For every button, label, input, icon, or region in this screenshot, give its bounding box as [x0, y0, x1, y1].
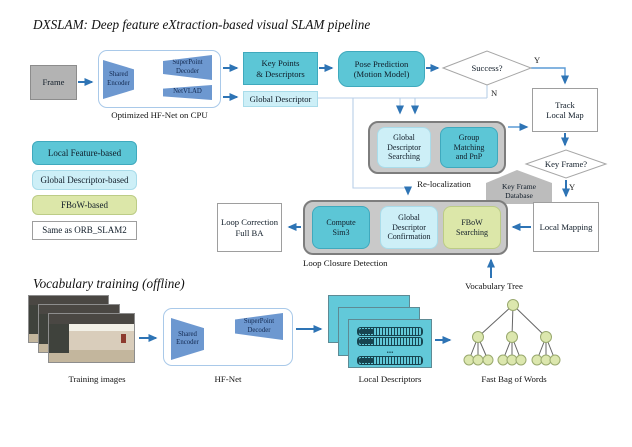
fast-bag-of-words-label: Fast Bag of Words — [481, 374, 547, 384]
vocabulary-tree-label: Vocabulary Tree — [465, 281, 523, 291]
keyframe-diamond-label: Key Frame? — [544, 159, 588, 169]
global-descriptor-searching-box: Global Descriptor Searching — [377, 127, 431, 168]
success-no-label: N — [491, 88, 498, 98]
global-descriptor-routing-lines — [318, 85, 488, 196]
track-local-map-box: Track Local Map — [532, 88, 598, 132]
hfnet-caption: Optimized HF-Net on CPU — [111, 110, 208, 120]
frame-box: Frame — [30, 65, 77, 100]
legend-fbow: FBoW-based — [32, 195, 137, 215]
descriptor-row — [357, 356, 423, 365]
group-matching-pnp-box: Group Matching and PnP — [440, 127, 498, 168]
keyframe-diamond-shape — [524, 149, 608, 179]
keypoints-box: Key Points & Descriptors — [243, 52, 318, 85]
legend-global-descriptor: Global Descriptor-based — [32, 170, 137, 190]
relocalization-caption: Re-localization — [417, 179, 471, 189]
descriptor-row — [357, 327, 423, 336]
keyframe-yes-label: Y — [569, 182, 576, 192]
netvlad-trapezoid: NetVLAD — [163, 85, 212, 100]
training-images-label: Training images — [68, 374, 126, 384]
local-mapping-box: Local Mapping — [533, 202, 599, 252]
descriptor-ellipsis: ... — [386, 345, 394, 355]
page-title: DXSLAM: Deep feature eXtraction-based vi… — [33, 17, 371, 32]
loop-correction-box: Loop Correction Full BA — [217, 203, 282, 252]
main-flow-arrows — [78, 64, 570, 344]
descriptor-row — [357, 337, 423, 346]
fbow-tree — [463, 299, 561, 366]
success-diamond-shape — [441, 50, 533, 86]
loop-closure-caption: Loop Closure Detection — [303, 258, 388, 268]
hfnet-training-caption: HF-Net — [214, 374, 242, 384]
compute-sim3-box: Compute Sim3 — [312, 206, 370, 249]
legend-local-feature: Local Feature-based — [32, 141, 137, 165]
success-yes-label: Y — [534, 55, 541, 65]
global-descriptor-confirmation-box: Global Descriptor Confirmation — [380, 206, 438, 249]
success-diamond-label: Success? — [471, 63, 503, 73]
local-descriptors-label: Local Descriptors — [358, 374, 422, 384]
training-section-title: Vocabulary training (offline) — [33, 276, 185, 291]
training-image-front — [48, 313, 135, 363]
fbow-searching-box: FBoW Searching — [443, 206, 501, 249]
descriptor-card-front: ... — [348, 319, 432, 368]
keyframe-database-shape — [486, 170, 552, 204]
keyframe-database-label: Key Frame Database — [502, 182, 536, 200]
legend-orbslam2: Same as ORB_SLAM2 — [32, 221, 137, 240]
global-descriptor-box: Global Descriptor — [243, 91, 318, 107]
pose-prediction-box: Pose Prediction (Motion Model) — [338, 51, 425, 87]
